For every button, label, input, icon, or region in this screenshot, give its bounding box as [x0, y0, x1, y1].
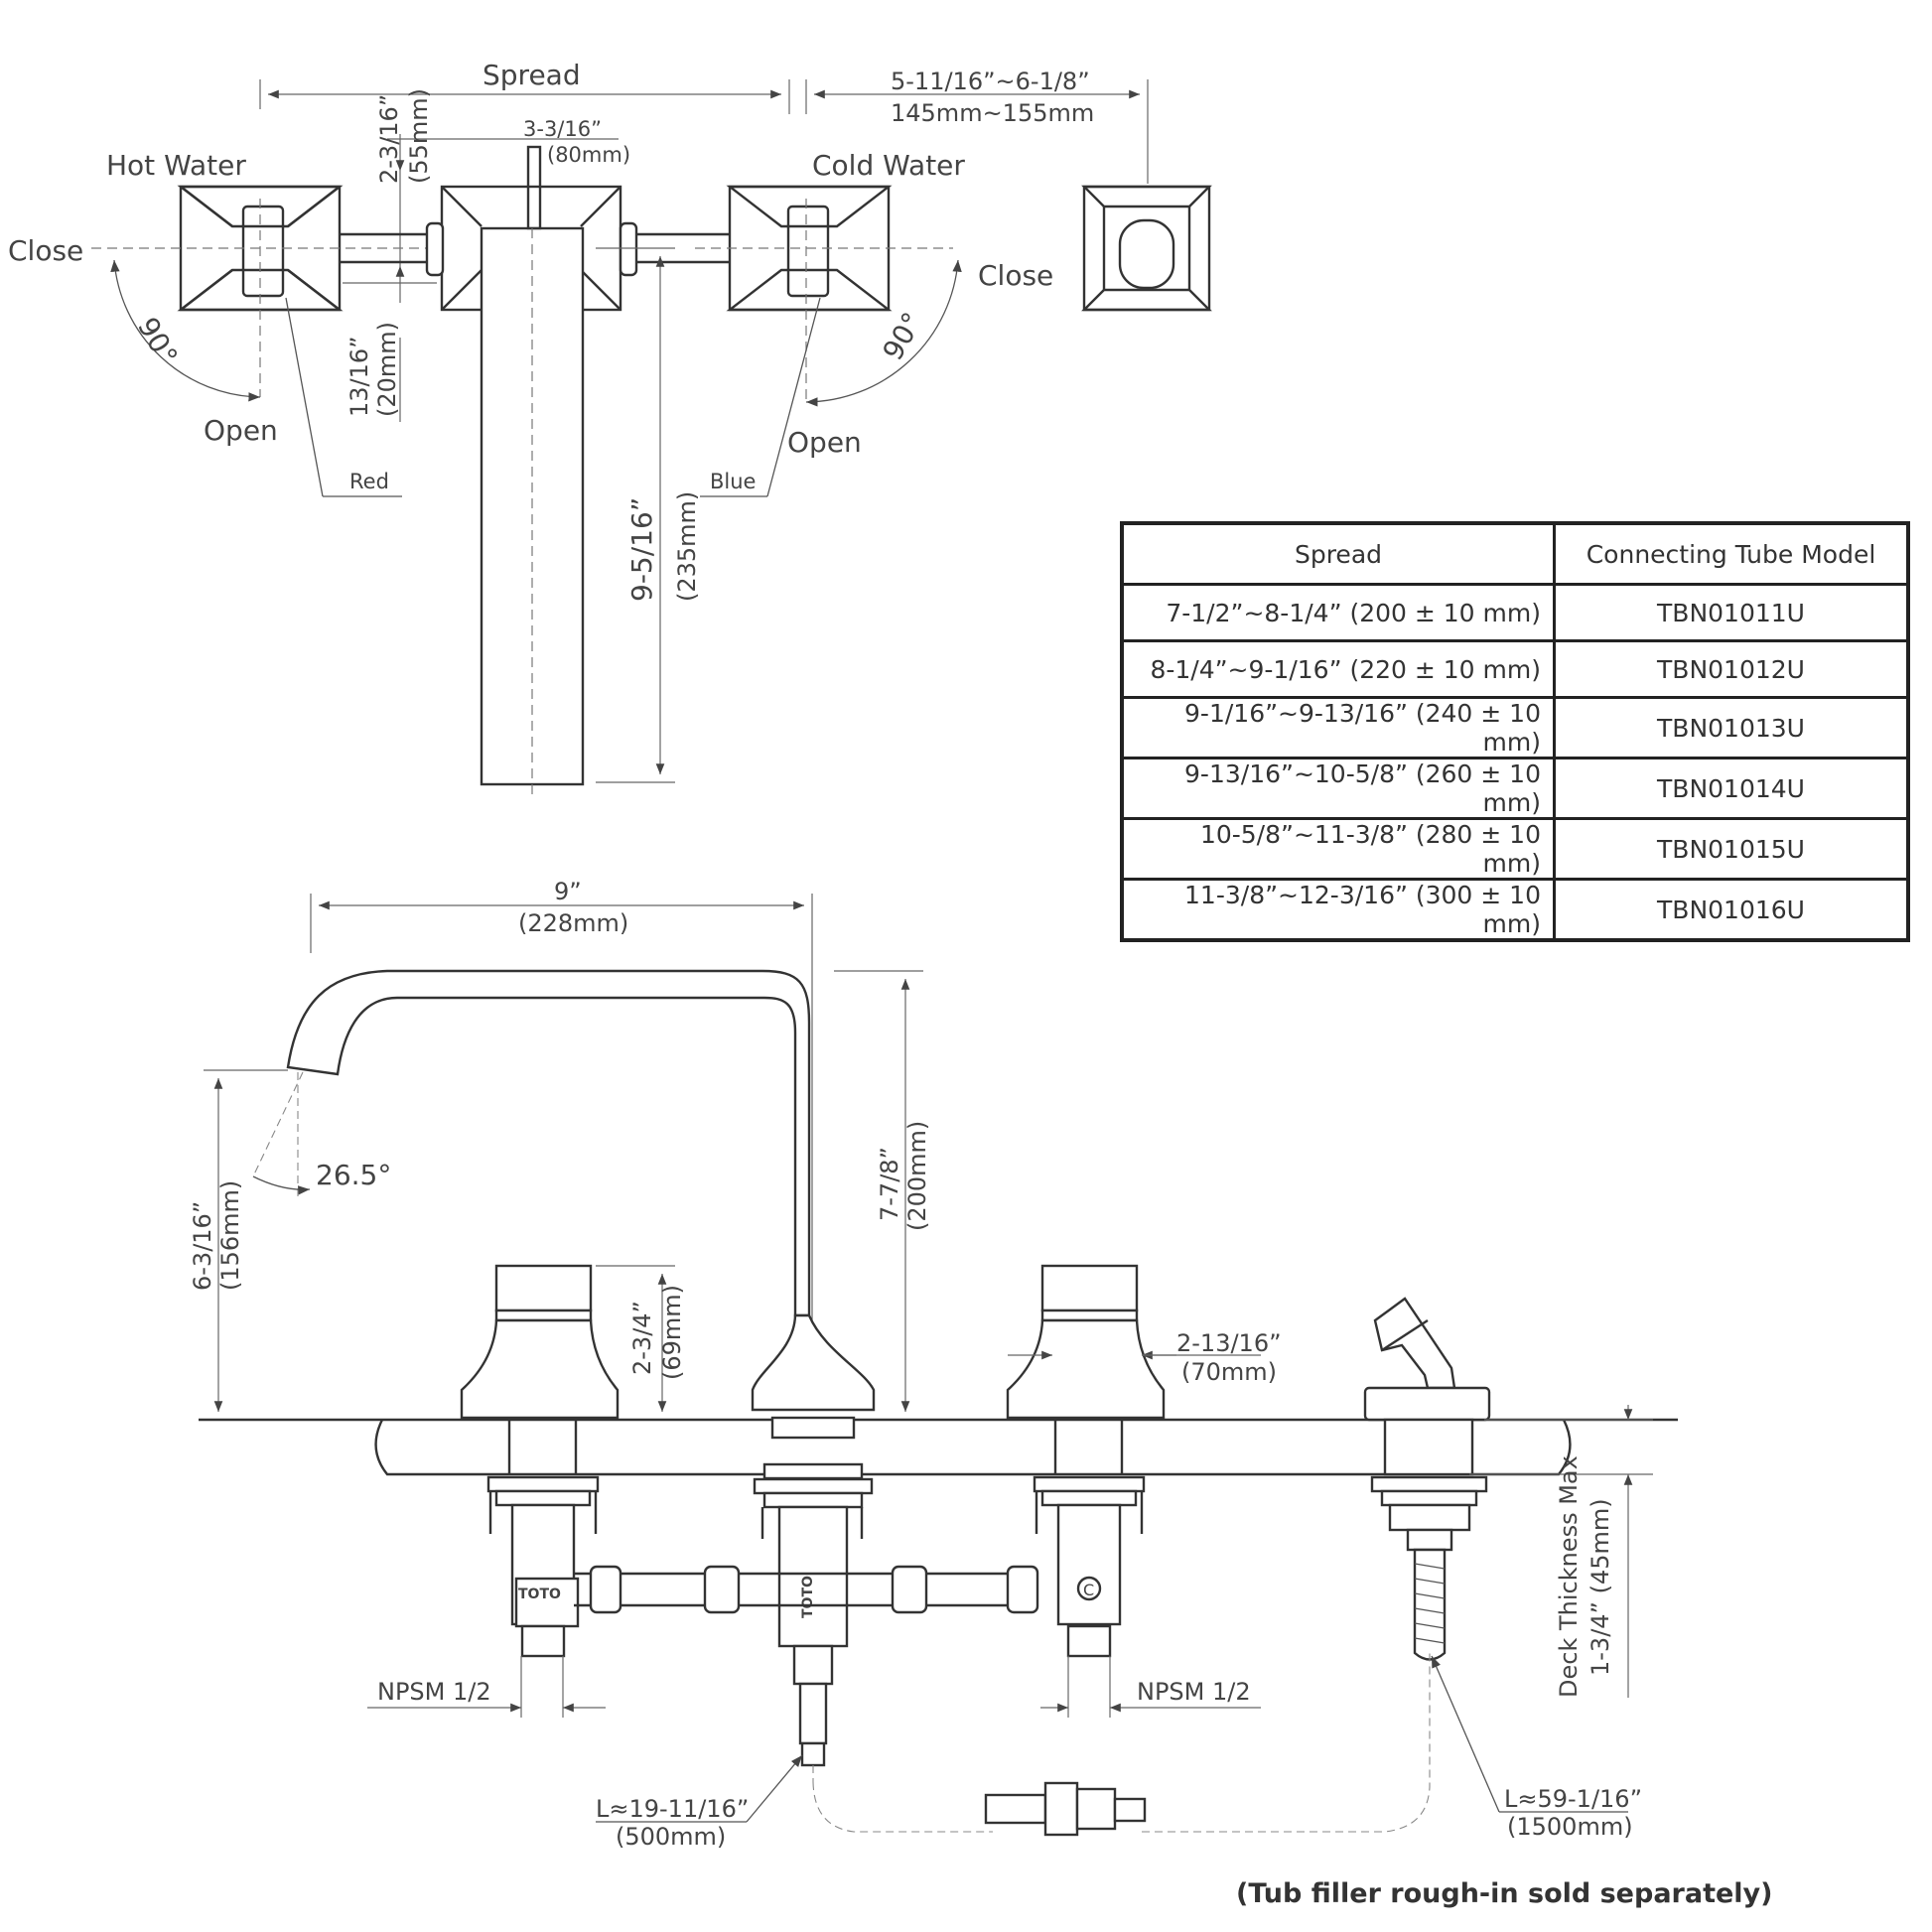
table-row: 11-3/8”~12-3/16” (300 ± 10 mm) TBN01016U: [1120, 878, 1910, 942]
table-row: 8-1/4”~9-1/16” (220 ± 10 mm) TBN01012U: [1120, 639, 1910, 699]
table-row: 10-5/8”~11-3/8” (280 ± 10 mm) TBN01015U: [1120, 817, 1910, 881]
handle-width-in: 2-13/16”: [1176, 1329, 1282, 1357]
hose-short-in: L≈19-11/16”: [596, 1795, 749, 1823]
model-cell: TBN01012U: [1553, 639, 1910, 699]
spread-cell: 9-1/16”~9-13/16” (240 ± 10 mm): [1120, 696, 1556, 759]
reach-in: 9”: [554, 878, 582, 905]
rough-in-fitting: [984, 1781, 1147, 1837]
model-cell: TBN01011U: [1553, 583, 1910, 642]
footnote: (Tub filler rough-in sold separately): [1236, 1878, 1773, 1909]
right-spread-mm: 145mm~155mm: [891, 99, 1094, 127]
spread-cell: 11-3/8”~12-3/16” (300 ± 10 mm): [1120, 878, 1556, 942]
spread-cell: 7-1/2”~8-1/4” (200 ± 10 mm): [1120, 583, 1556, 642]
spout-len-in: 9-5/16”: [625, 497, 658, 602]
model-cell: TBN01016U: [1553, 878, 1910, 942]
handle-height-in-side: 2-3/4”: [628, 1301, 656, 1375]
model-cell: TBN01013U: [1553, 696, 1910, 759]
angle-left-label: 90°: [131, 312, 184, 370]
table-row: 9-1/16”~9-13/16” (240 ± 10 mm) TBN01013U: [1120, 696, 1910, 759]
handle-width-mm: (70mm): [1181, 1358, 1277, 1386]
table-row: 9-13/16”~10-5/8” (260 ± 10 mm) TBN01014U: [1120, 757, 1910, 820]
hose-long-in: L≈59-1/16”: [1504, 1785, 1642, 1813]
total-height-in: 7-7/8”: [876, 1147, 903, 1221]
handle-height-in: 2-3/16”: [375, 94, 403, 184]
hose-long-mm: (1500mm): [1507, 1813, 1633, 1841]
handle-height-mm-side: (69mm): [658, 1285, 686, 1380]
deck-thickness-1: Deck Thickness Max: [1555, 1455, 1583, 1698]
supply-pipes: [574, 1565, 1039, 1614]
offset-in: 13/16”: [345, 336, 373, 417]
spout-side: [286, 969, 876, 1412]
angle-label: 26.5°: [316, 1159, 391, 1191]
spout-width-mm: (80mm): [547, 143, 630, 167]
tub-filler-top: [1081, 185, 1212, 312]
handle-height-mm: (55mm): [405, 88, 433, 184]
npsm-left: NPSM 1/2: [377, 1678, 491, 1706]
side-view: 9” (228mm) 6-3/16” (156mm) 26.5° 7-7/8” …: [189, 878, 1678, 1851]
spout-top: [425, 145, 733, 786]
spread-label: Spread: [483, 59, 581, 91]
top-view: Spread 5-11/16”~6-1/8” 145mm~155mm 2-3/1…: [8, 59, 1212, 794]
spout-height-mm: (156mm): [216, 1180, 244, 1291]
right-spread-in: 5-11/16”~6-1/8”: [891, 68, 1090, 95]
spout-height-in: 6-3/16”: [189, 1201, 216, 1291]
cold-mark: C: [1083, 1581, 1094, 1599]
brand-left: TOTO: [518, 1587, 561, 1602]
table-row: 7-1/2”~8-1/4” (200 ± 10 mm) TBN01011U: [1120, 583, 1910, 642]
hot-water-label: Hot Water: [106, 149, 246, 182]
header-tube-model: Connecting Tube Model: [1553, 521, 1910, 586]
brand-center: TOTO: [800, 1576, 816, 1618]
npsm-right: NPSM 1/2: [1137, 1678, 1251, 1706]
model-cell: TBN01015U: [1553, 817, 1910, 881]
angle-right-label: 90°: [876, 307, 928, 365]
table-header-row: Spread Connecting Tube Model: [1120, 521, 1910, 586]
spread-cell: 10-5/8”~11-3/8” (280 ± 10 mm): [1120, 817, 1556, 881]
tub-filler-side: [1363, 1297, 1491, 1661]
spread-cell: 8-1/4”~9-1/16” (220 ± 10 mm): [1120, 639, 1556, 699]
header-spread: Spread: [1120, 521, 1556, 586]
open-right-label: Open: [787, 426, 862, 459]
connecting-tube-table: Spread Connecting Tube Model 7-1/2”~8-1/…: [1120, 521, 1910, 942]
right-handle-side: C: [1006, 1264, 1166, 1658]
spout-width-in: 3-3/16”: [523, 117, 602, 141]
left-handle-side: TOTO: [460, 1264, 620, 1658]
red-label: Red: [349, 470, 389, 493]
open-left-label: Open: [204, 414, 278, 447]
reach-mm: (228mm): [518, 909, 628, 937]
center-valve: TOTO: [753, 1416, 874, 1767]
hose-short-mm: (500mm): [616, 1823, 726, 1851]
offset-mm: (20mm): [373, 322, 401, 417]
spout-len-mm: (235mm): [673, 491, 701, 602]
blue-label: Blue: [710, 470, 756, 493]
cold-water-label: Cold Water: [812, 149, 965, 182]
model-cell: TBN01014U: [1553, 757, 1910, 820]
total-height-mm: (200mm): [903, 1121, 931, 1231]
deck-thickness-2: 1-3/4” (45mm): [1587, 1498, 1614, 1676]
close-right-label: Close: [978, 259, 1053, 292]
spread-cell: 9-13/16”~10-5/8” (260 ± 10 mm): [1120, 757, 1556, 820]
close-left-label: Close: [8, 234, 83, 267]
